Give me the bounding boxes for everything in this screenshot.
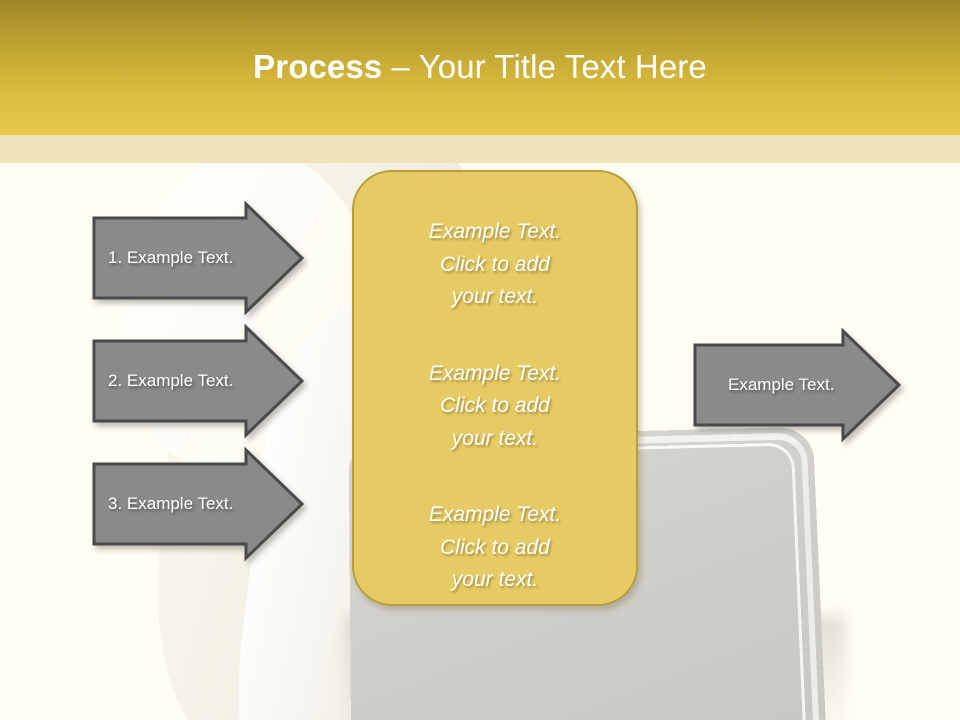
left-arrow-1[interactable] bbox=[92, 200, 305, 316]
right-arrow[interactable] bbox=[693, 327, 902, 443]
left-arrow-3[interactable] bbox=[92, 446, 305, 562]
center-text-block-3[interactable]: Example Text. Click to add your text. bbox=[428, 503, 562, 592]
center-text-block-1[interactable]: Example Text. Click to add your text. bbox=[428, 220, 562, 309]
left-arrow-2[interactable] bbox=[92, 323, 305, 439]
page-title-light: Your Title Text Here bbox=[418, 47, 707, 85]
center-content-panel[interactable]: Example Text. Click to add your text. Ex… bbox=[352, 170, 638, 606]
center-text-block-2[interactable]: Example Text. Click to add your text. bbox=[428, 361, 562, 450]
page-title-strong: Process bbox=[253, 47, 383, 85]
page-title-separator: – bbox=[382, 47, 419, 85]
header-accent-band bbox=[0, 135, 960, 163]
page-title: Process – Your Title Text Here bbox=[253, 48, 707, 88]
slide-header: Process – Your Title Text Here bbox=[0, 0, 960, 135]
